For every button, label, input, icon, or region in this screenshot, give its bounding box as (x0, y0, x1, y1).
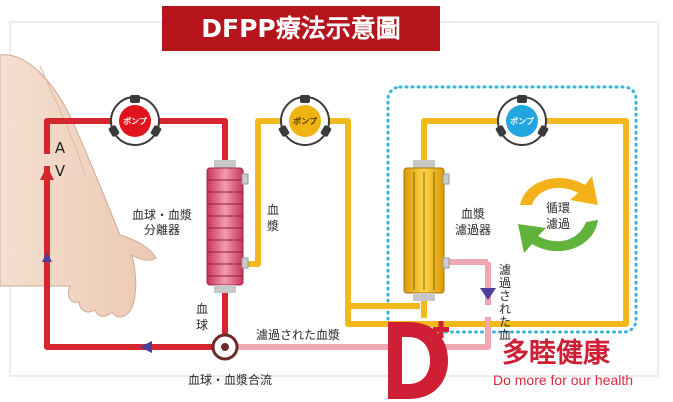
merge-junction-core (221, 343, 229, 351)
label-circulate-2: 濾過 (546, 216, 570, 231)
title-banner (162, 6, 440, 51)
pump-label-3: ポンプ (510, 116, 535, 126)
label-separator-1: 血球・血漿 (132, 207, 192, 222)
pump-plasma-yellow (278, 95, 332, 146)
cycle-arrows-icon (518, 176, 598, 253)
label-filtered-v5: た (499, 315, 511, 329)
label-filtered-v3: さ (499, 289, 511, 303)
brand-logo (388, 321, 449, 399)
blood-lines (44, 118, 228, 350)
label-plasma-v2: 漿 (267, 218, 279, 233)
label-blood-v1: 血 (196, 302, 208, 316)
brand-slogan: Do more for our health (493, 372, 633, 388)
label-circulate-1: 循環 (546, 201, 570, 215)
brand-name: 多睦健康 (502, 337, 611, 369)
label-filtered-v1: 濾 (499, 262, 511, 277)
pump-label-2: ポンプ (293, 116, 318, 126)
label-filtered-plasma: 濾過された血漿 (256, 327, 340, 342)
label-filtered-v6: 血 (499, 328, 511, 342)
label-vein: V (55, 162, 66, 180)
pump-blood-red (108, 95, 162, 146)
label-plasma-v1: 血 (267, 203, 279, 217)
label-artery: A (55, 139, 66, 157)
label-filter-1: 血漿 (461, 206, 485, 221)
label-merge: 血球・血漿合流 (188, 372, 272, 387)
pump-label-1: ポンプ (123, 116, 148, 126)
diagram-title: DFPP療法示意圖 (201, 14, 400, 43)
plasma-separator (206, 160, 249, 293)
label-filtered-v4: れ (499, 302, 511, 316)
plasma-lines (244, 118, 629, 327)
label-filter-2: 濾過器 (455, 222, 491, 237)
label-filtered-v2: 過 (499, 276, 511, 290)
pump-circulation-blue (495, 95, 549, 146)
label-blood-v2: 球 (196, 318, 208, 332)
label-filtered-vertical: 濾 過 さ れ た 血 (499, 262, 511, 342)
arrow-up-return (40, 166, 54, 180)
plasma-filter (403, 160, 450, 301)
label-separator-2: 分離器 (144, 223, 180, 237)
filtration-loop-box (386, 85, 638, 334)
